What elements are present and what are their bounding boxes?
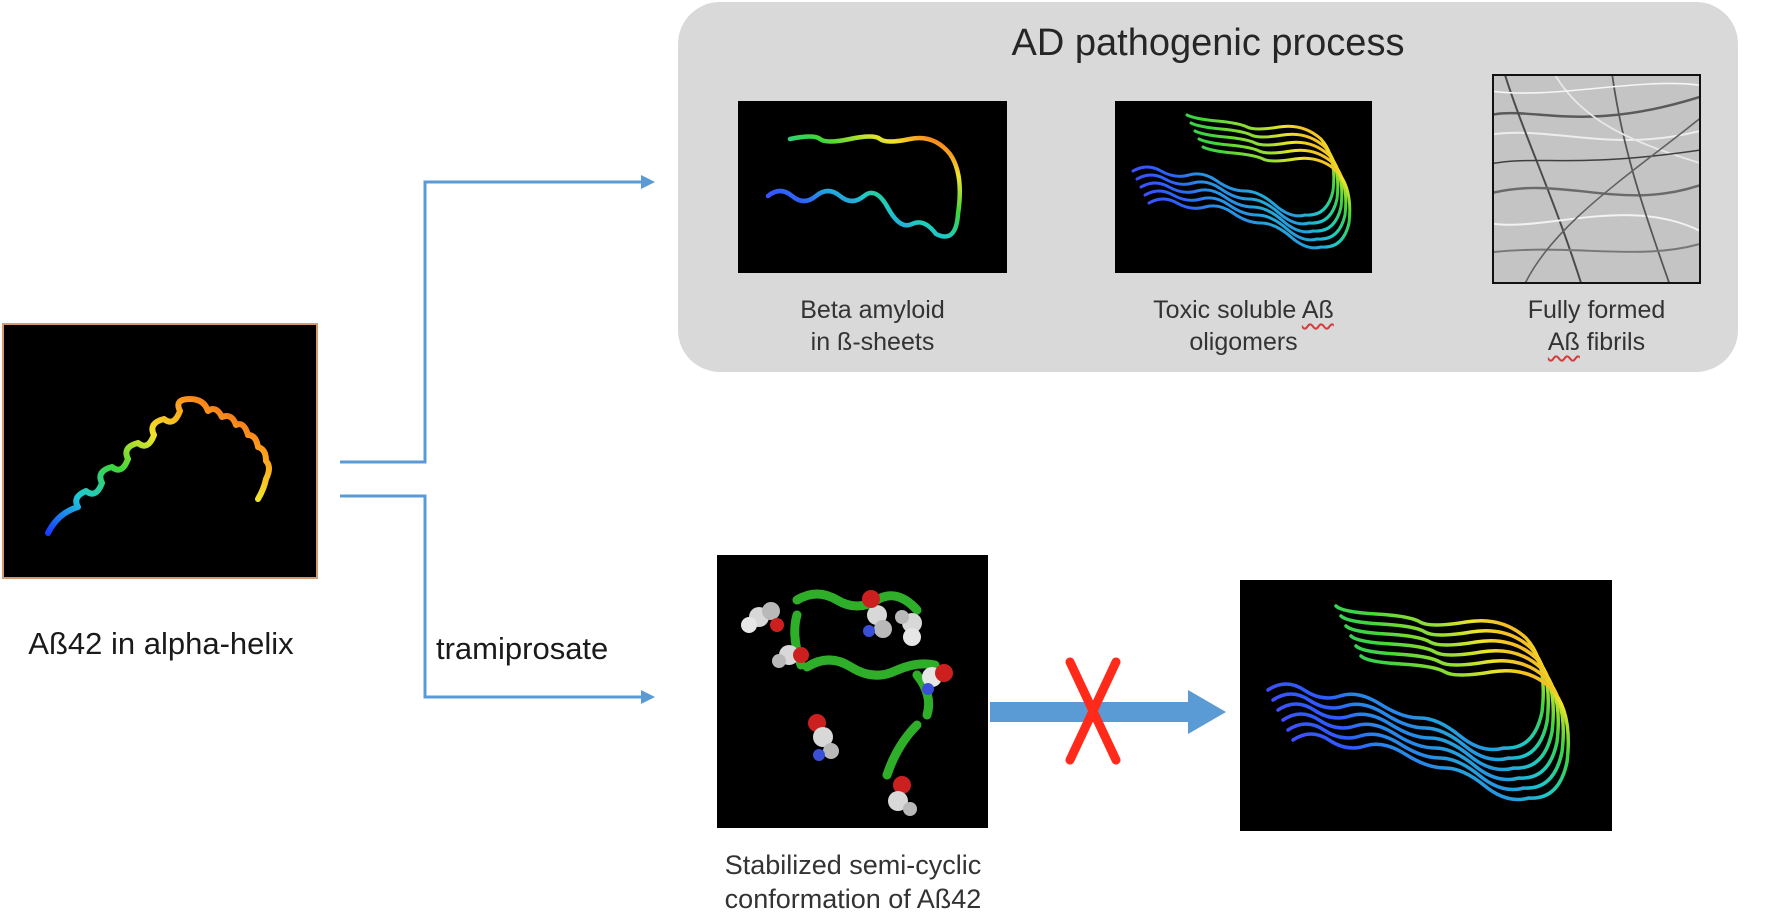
beta-amyloid-image [738,101,1007,273]
step-1-label-line2: in ß-sheets [810,328,935,356]
alpha-helix-image [2,323,318,579]
panel-title: AD pathogenic process [1011,22,1405,64]
blocked-x-marker [1062,656,1124,766]
step-3-label-line1: Fully formed [1527,296,1666,324]
step-3-label-line2-text: Aß fibrils [1547,328,1646,356]
upper-branch-line [340,175,655,464]
stabilized-label: Stabilized semi-cyclic conformation of A… [672,848,1034,916]
stabilized-conformation-image [717,555,988,828]
step-3-label-line2: Aß fibrils [1497,326,1696,358]
stabilized-label-line2: conformation of Aß42 [724,884,982,914]
step-1-label: Beta amyloid in ß-sheets [738,294,1007,358]
tramiprosate-molecules [741,590,953,816]
toxic-oligomers-image [1115,101,1372,273]
start-label: Aß42 in alpha-helix [28,626,294,661]
spellcheck-underline: Aß [1301,296,1334,324]
tramiprosate-label: tramiprosate [436,631,609,666]
step-2-label: Toxic soluble Aß oligomers [1110,294,1377,358]
step-1-label-line1: Beta amyloid [800,296,945,324]
oligomer-result-image [1240,580,1612,831]
step-2-label-line1: Toxic soluble Aß [1110,294,1377,326]
step-2-label-line2: oligomers [1189,328,1298,356]
step-2-label-line1-text: Toxic soluble Aß [1153,296,1334,324]
lower-branch-line [340,494,655,704]
fibrils-micrograph [1492,74,1701,284]
spellcheck-underline: Aß [1547,328,1580,356]
step-3-label: Fully formed Aß fibrils [1497,294,1696,358]
stabilized-label-line1: Stabilized semi-cyclic [724,850,982,880]
